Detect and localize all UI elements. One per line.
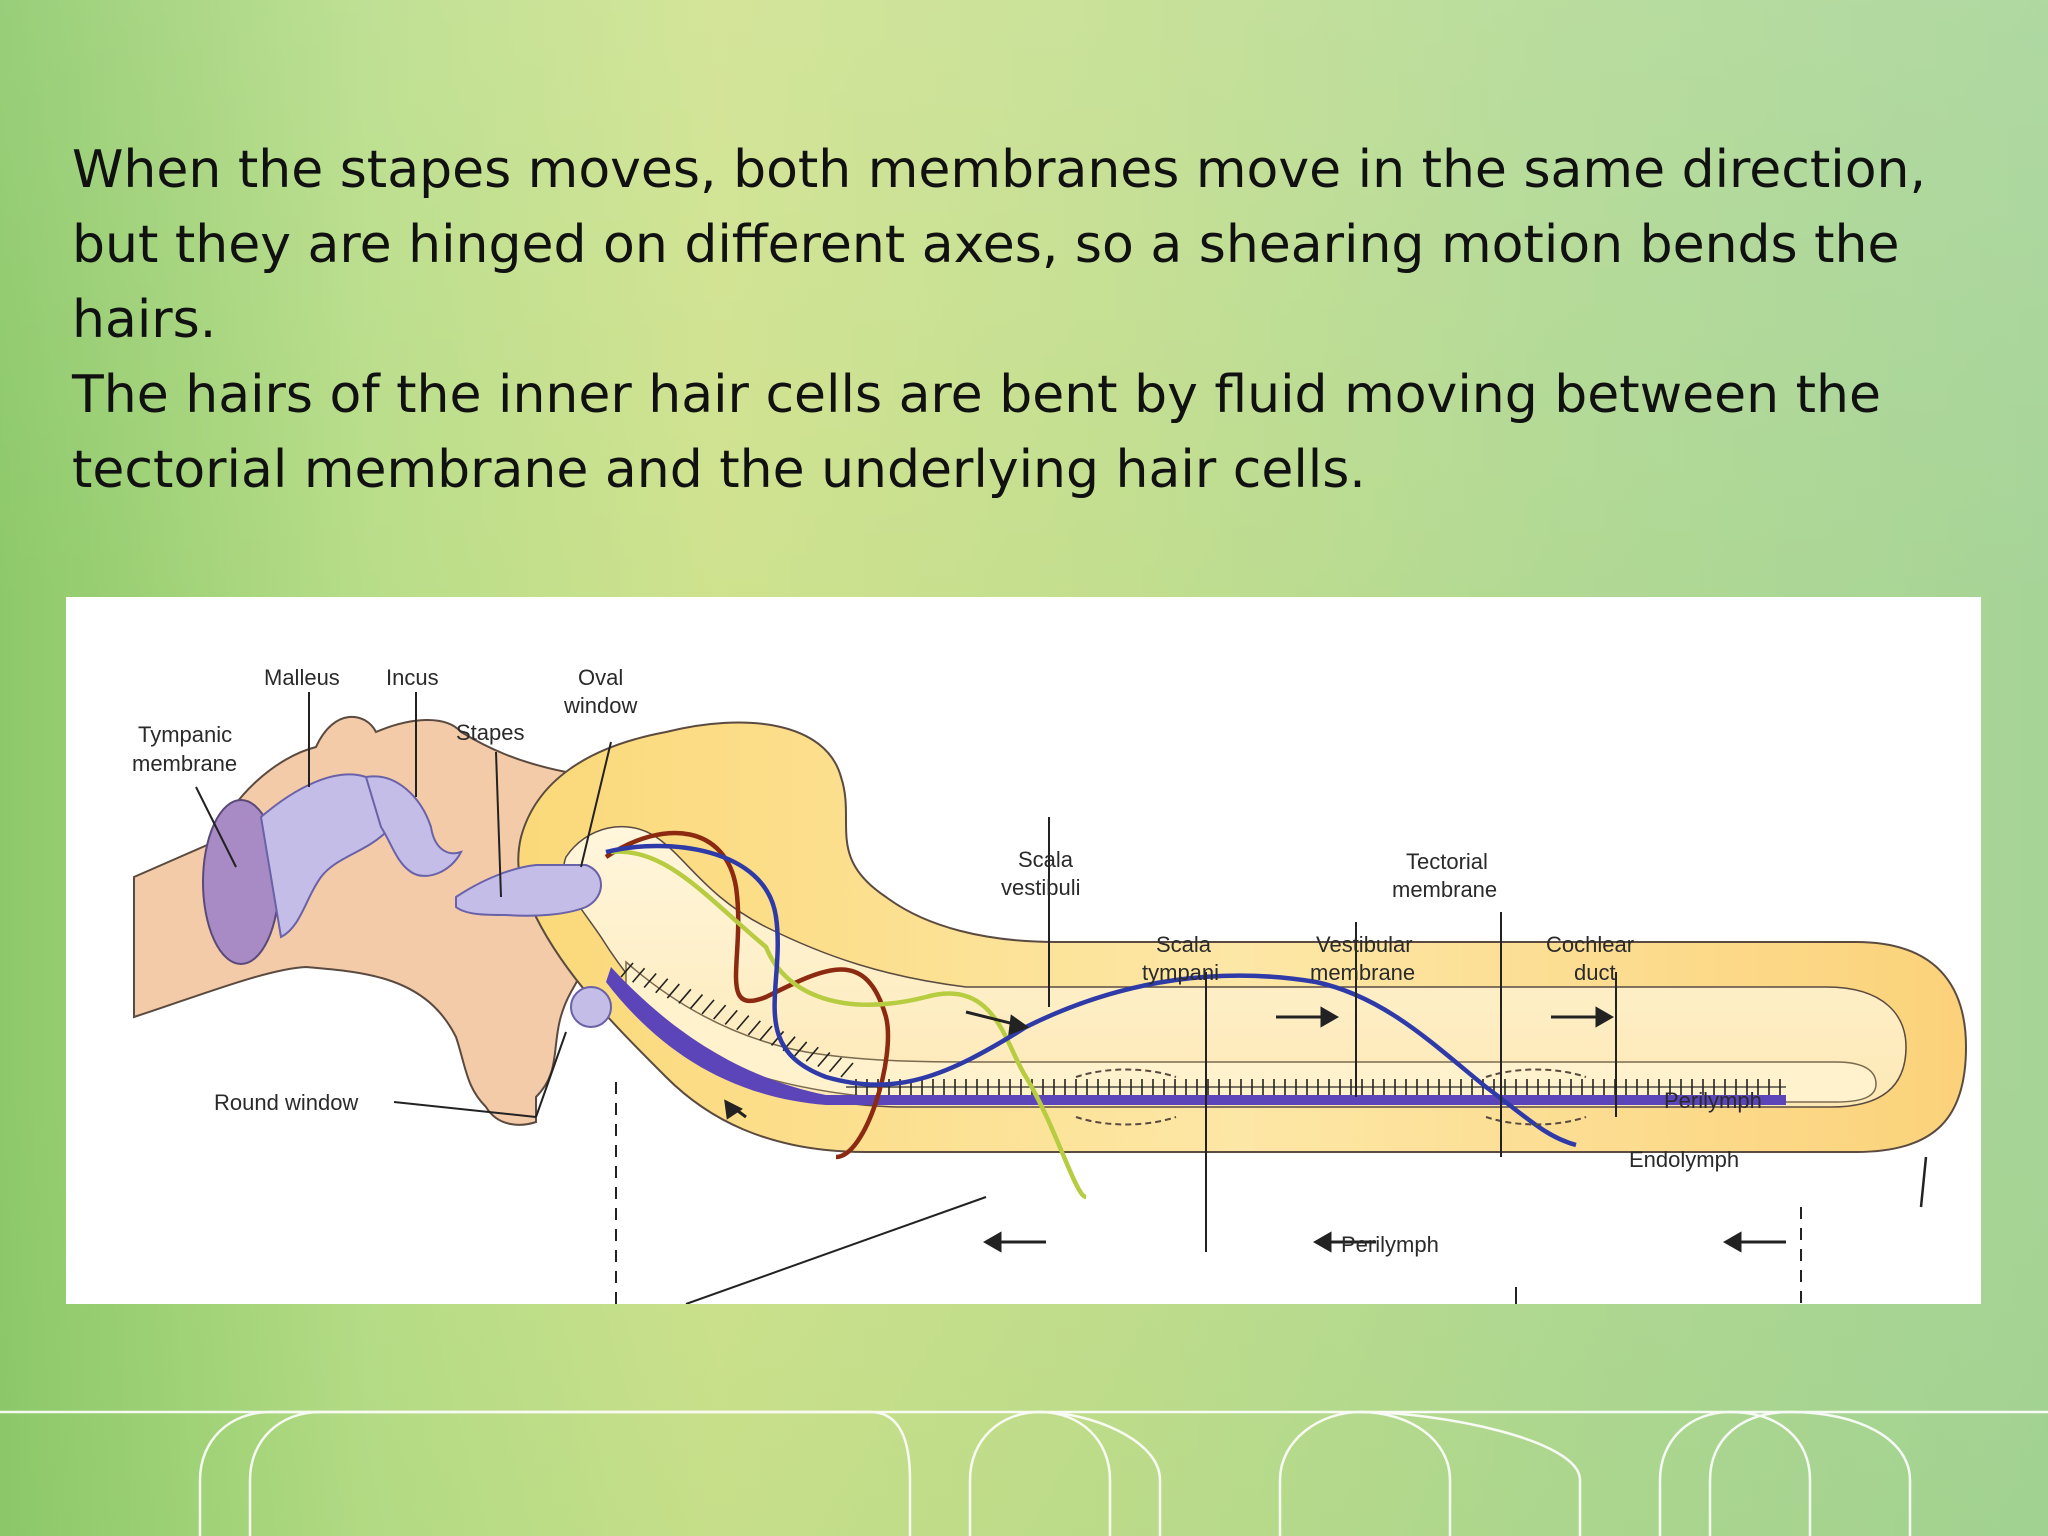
label-tectorial-2: membrane [1392, 877, 1497, 902]
slide-paragraph-1: When the stapes moves, both membranes mo… [72, 140, 1926, 350]
round-window-shape [570, 986, 612, 1028]
membrane-marks [1075, 1068, 1587, 1126]
label-endolymph: Endolymph [1629, 1147, 1739, 1172]
hair-cell-comb [620, 962, 1781, 1095]
hair-cell-tick [724, 1009, 738, 1025]
hair-cell-tick [689, 994, 704, 1010]
hair-cell-tick [828, 1057, 843, 1073]
label-vestibular-2: membrane [1310, 960, 1415, 985]
label-tympanic-1: Tympanic [138, 722, 232, 747]
label-scala-tympani-2: tympani [1142, 960, 1219, 985]
label-perilymph-upper: Perilymph [1664, 1088, 1762, 1113]
label-cochlear-duct-2: duct [1574, 960, 1616, 985]
hair-cell-tick [655, 978, 669, 994]
wave-brown [604, 830, 891, 1160]
label-oval-window-2: window [563, 693, 637, 718]
cochlea-diagram: Malleus Incus Oval window Tympanic membr… [66, 597, 1981, 1304]
incus-shape [364, 775, 463, 877]
hair-cell-tick [631, 967, 646, 983]
hair-cell-tick [840, 1062, 854, 1078]
hair-cell-tick [817, 1051, 831, 1067]
hair-cell-tick [770, 1030, 785, 1046]
hair-cell-tick [678, 988, 692, 1004]
label-vestibular-1: Vestibular [1316, 932, 1413, 957]
label-malleus: Malleus [264, 665, 340, 690]
hair-cell-tick [747, 1020, 761, 1036]
label-oval-window-1: Oval [578, 665, 623, 690]
label-stapes: Stapes [456, 720, 525, 745]
label-scala-tympani-1: Scala [1156, 932, 1212, 957]
slide-paragraph-2: The hairs of the inner hair cells are be… [72, 365, 1881, 500]
leader-lines [195, 692, 1802, 1304]
label-round-window: Round window [214, 1090, 358, 1115]
label-cochlear-duct-1: Cochlear [1546, 932, 1634, 957]
hair-cell-tick [759, 1025, 773, 1041]
hair-cell-tick [620, 962, 634, 978]
label-tectorial-1: Tectorial [1406, 849, 1488, 874]
label-tympanic-2: membrane [132, 751, 237, 776]
hair-cell-tick [736, 1015, 750, 1031]
label-perilymph-lower: Perilymph [1341, 1232, 1439, 1257]
hair-cell-tick [666, 983, 680, 999]
hair-cell-tick [805, 1046, 819, 1062]
stapes-shape [455, 864, 602, 917]
wave-yellow [610, 849, 1088, 1200]
hair-cell-tick [794, 1041, 808, 1057]
label-scala-vestibuli-2: vestibuli [1001, 875, 1080, 900]
wave-blue [605, 843, 1577, 1148]
label-scala-vestibuli-1: Scala [1018, 847, 1074, 872]
flow-arrows [724, 1006, 1928, 1253]
hair-cell-tick [713, 1004, 727, 1020]
hair-cell-tick [701, 999, 715, 1015]
cochlea-illustration: Malleus Incus Oval window Tympanic membr… [132, 665, 1968, 1304]
hair-cell-tick [643, 973, 657, 989]
label-incus: Incus [386, 665, 439, 690]
footer-decoration [0, 1410, 2048, 1536]
